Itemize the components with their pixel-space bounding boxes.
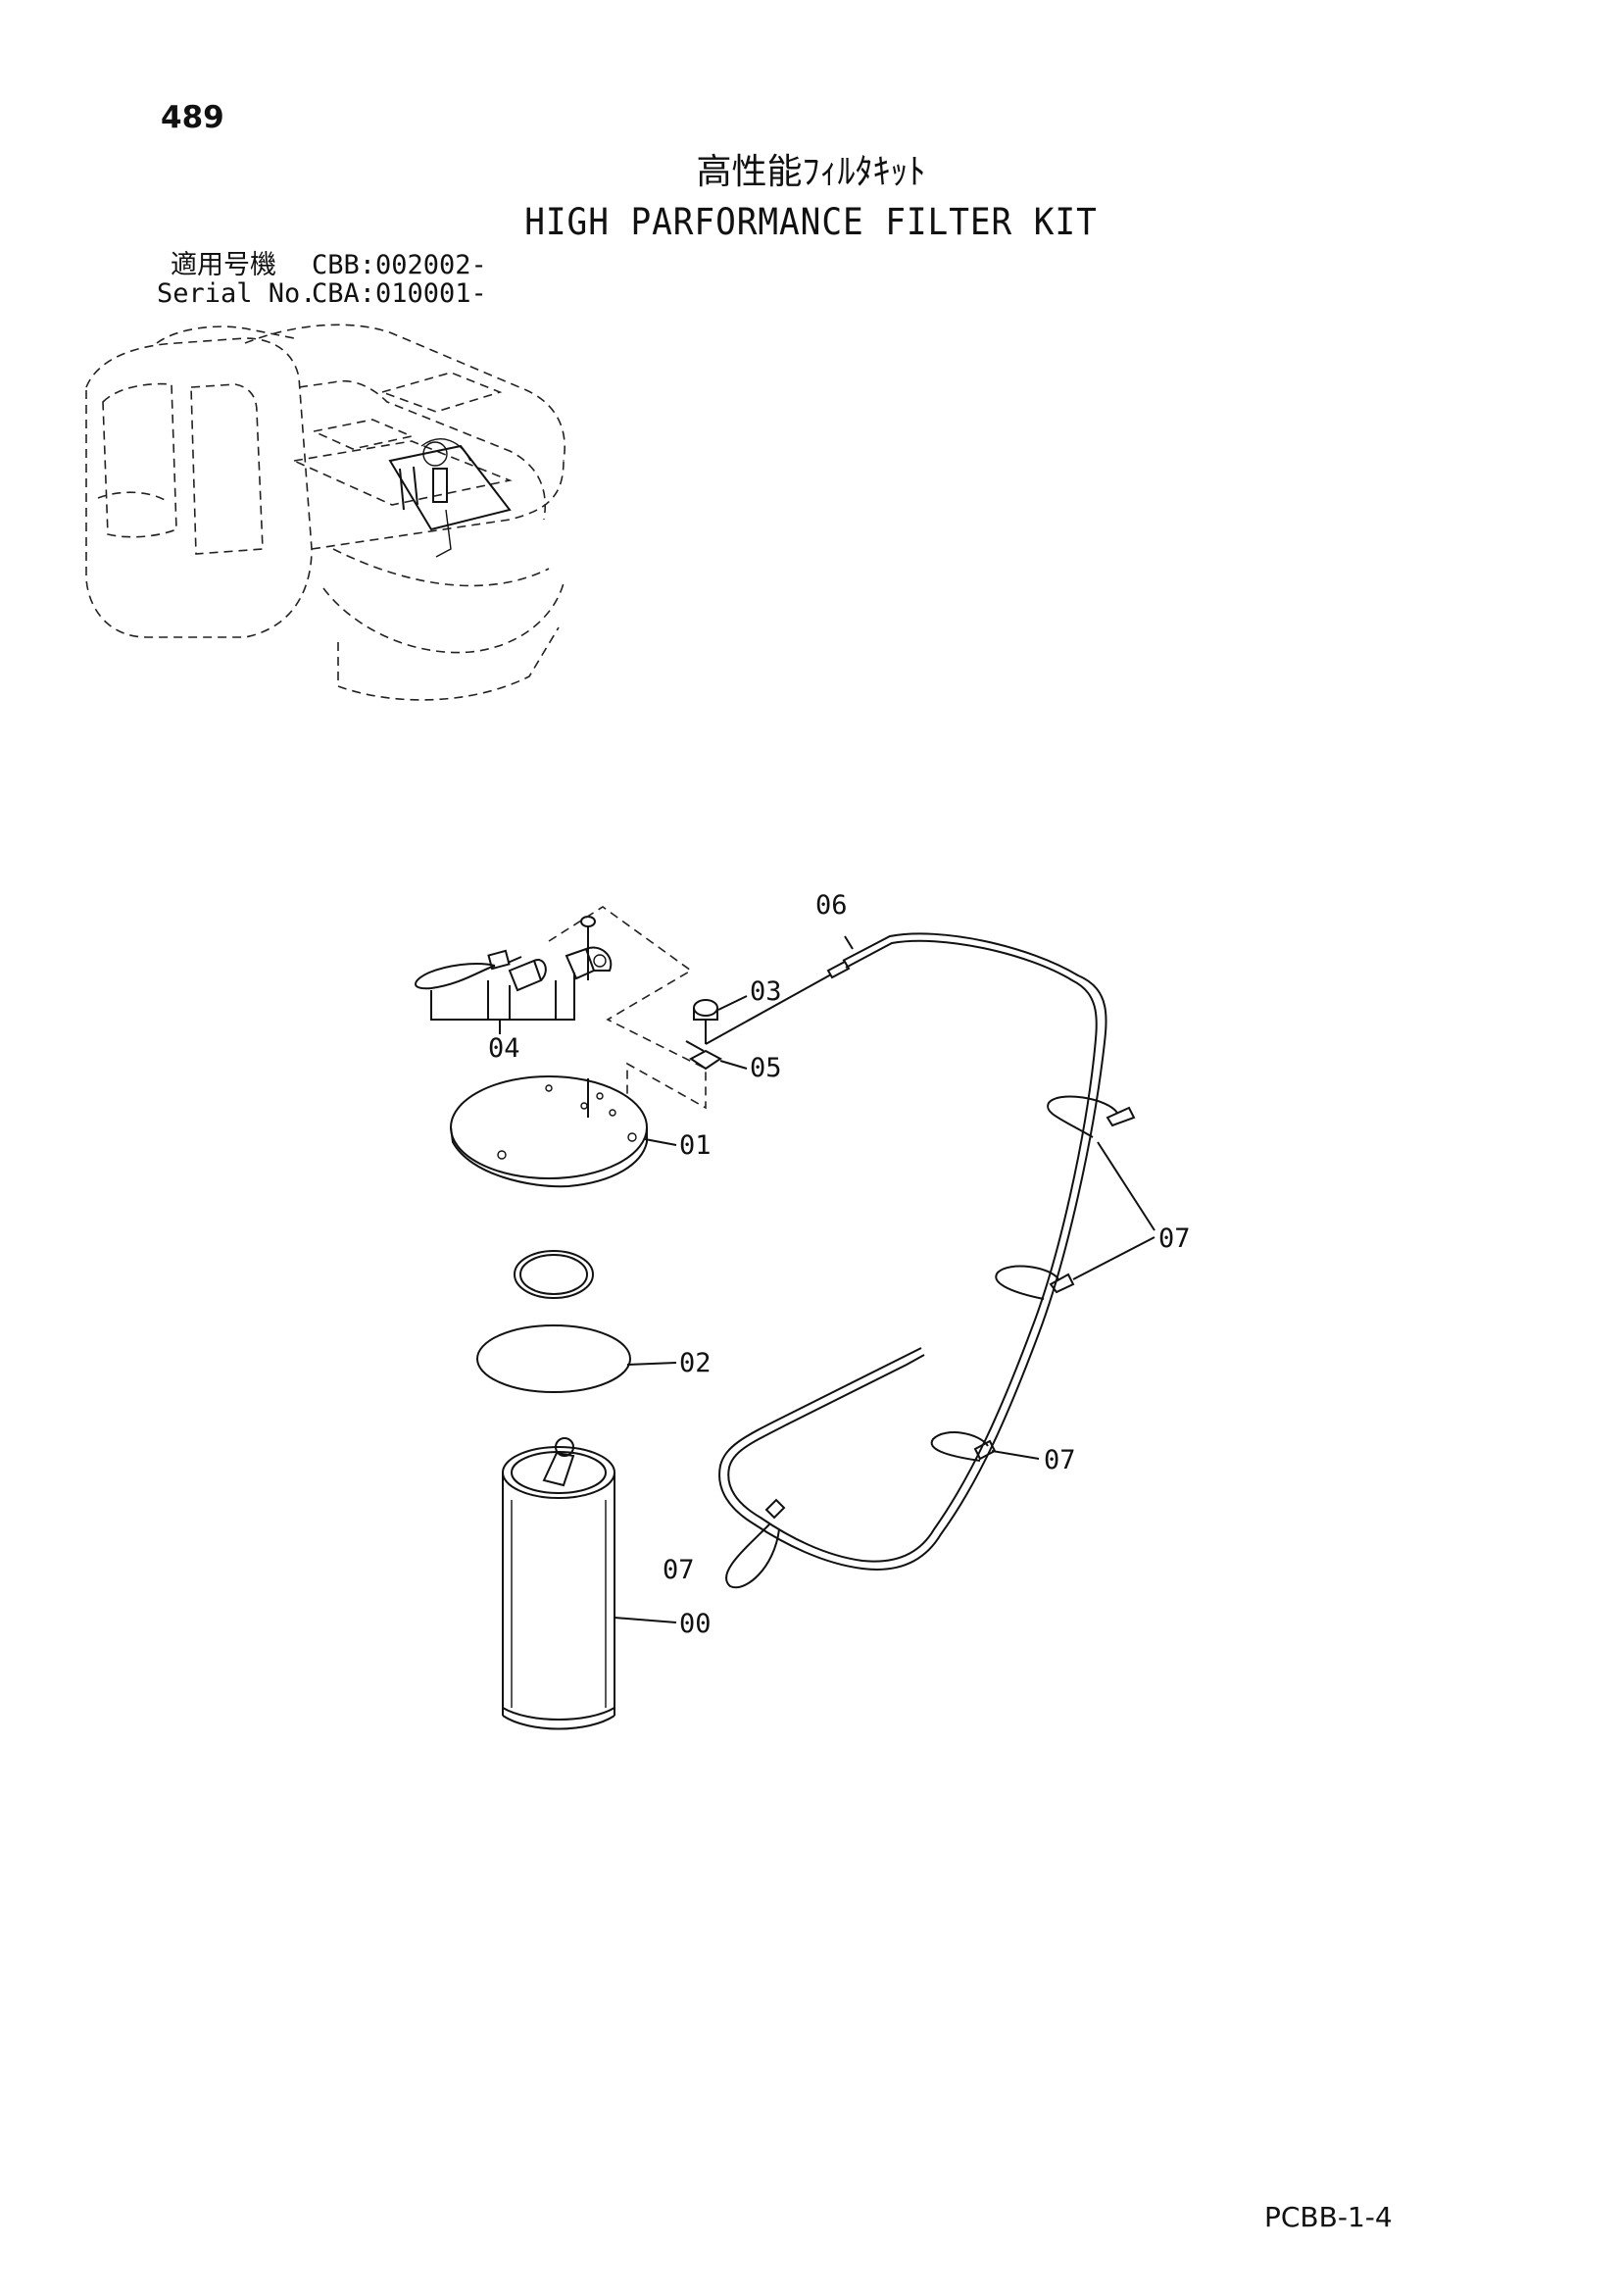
cover-plate: [450, 1075, 677, 1188]
callout-03: 03: [750, 976, 782, 1007]
callout-06: 06: [815, 890, 848, 921]
bolt-and-clamp: [685, 995, 748, 1071]
callout-00: 00: [679, 1609, 712, 1639]
serial-range-cbb: CBB:002002-: [312, 250, 487, 280]
callout-02: 02: [679, 1348, 712, 1378]
serial-label: Serial No.: [157, 278, 317, 309]
callout-01: 01: [679, 1130, 712, 1161]
callout-04: 04: [488, 1033, 520, 1064]
callout-07-lower: 07: [663, 1555, 695, 1585]
assembly-guide-line: [548, 906, 707, 1110]
seal-ring: [476, 1250, 677, 1393]
serial-range-cba: CBA:010001-: [312, 278, 487, 309]
page-title-japanese: 高性能ﾌｨﾙﾀｷｯﾄ: [696, 152, 926, 192]
callout-07-upper: 07: [1158, 1223, 1191, 1254]
page-title: HIGH PARFORMANCE FILTER KIT: [524, 201, 1098, 243]
cable-ties: [725, 1095, 1155, 1589]
serial-label-japanese: 適用号機: [171, 250, 276, 280]
callout-07-middle: 07: [1044, 1445, 1076, 1475]
filter-element: [502, 1437, 677, 1730]
page-footer-code: PCBB-1-4: [1264, 2201, 1393, 2233]
page-number: 489: [161, 100, 224, 135]
sensor-harness: [415, 916, 613, 1034]
machine-overview-illustration: [85, 324, 565, 701]
callout-05: 05: [750, 1053, 782, 1083]
